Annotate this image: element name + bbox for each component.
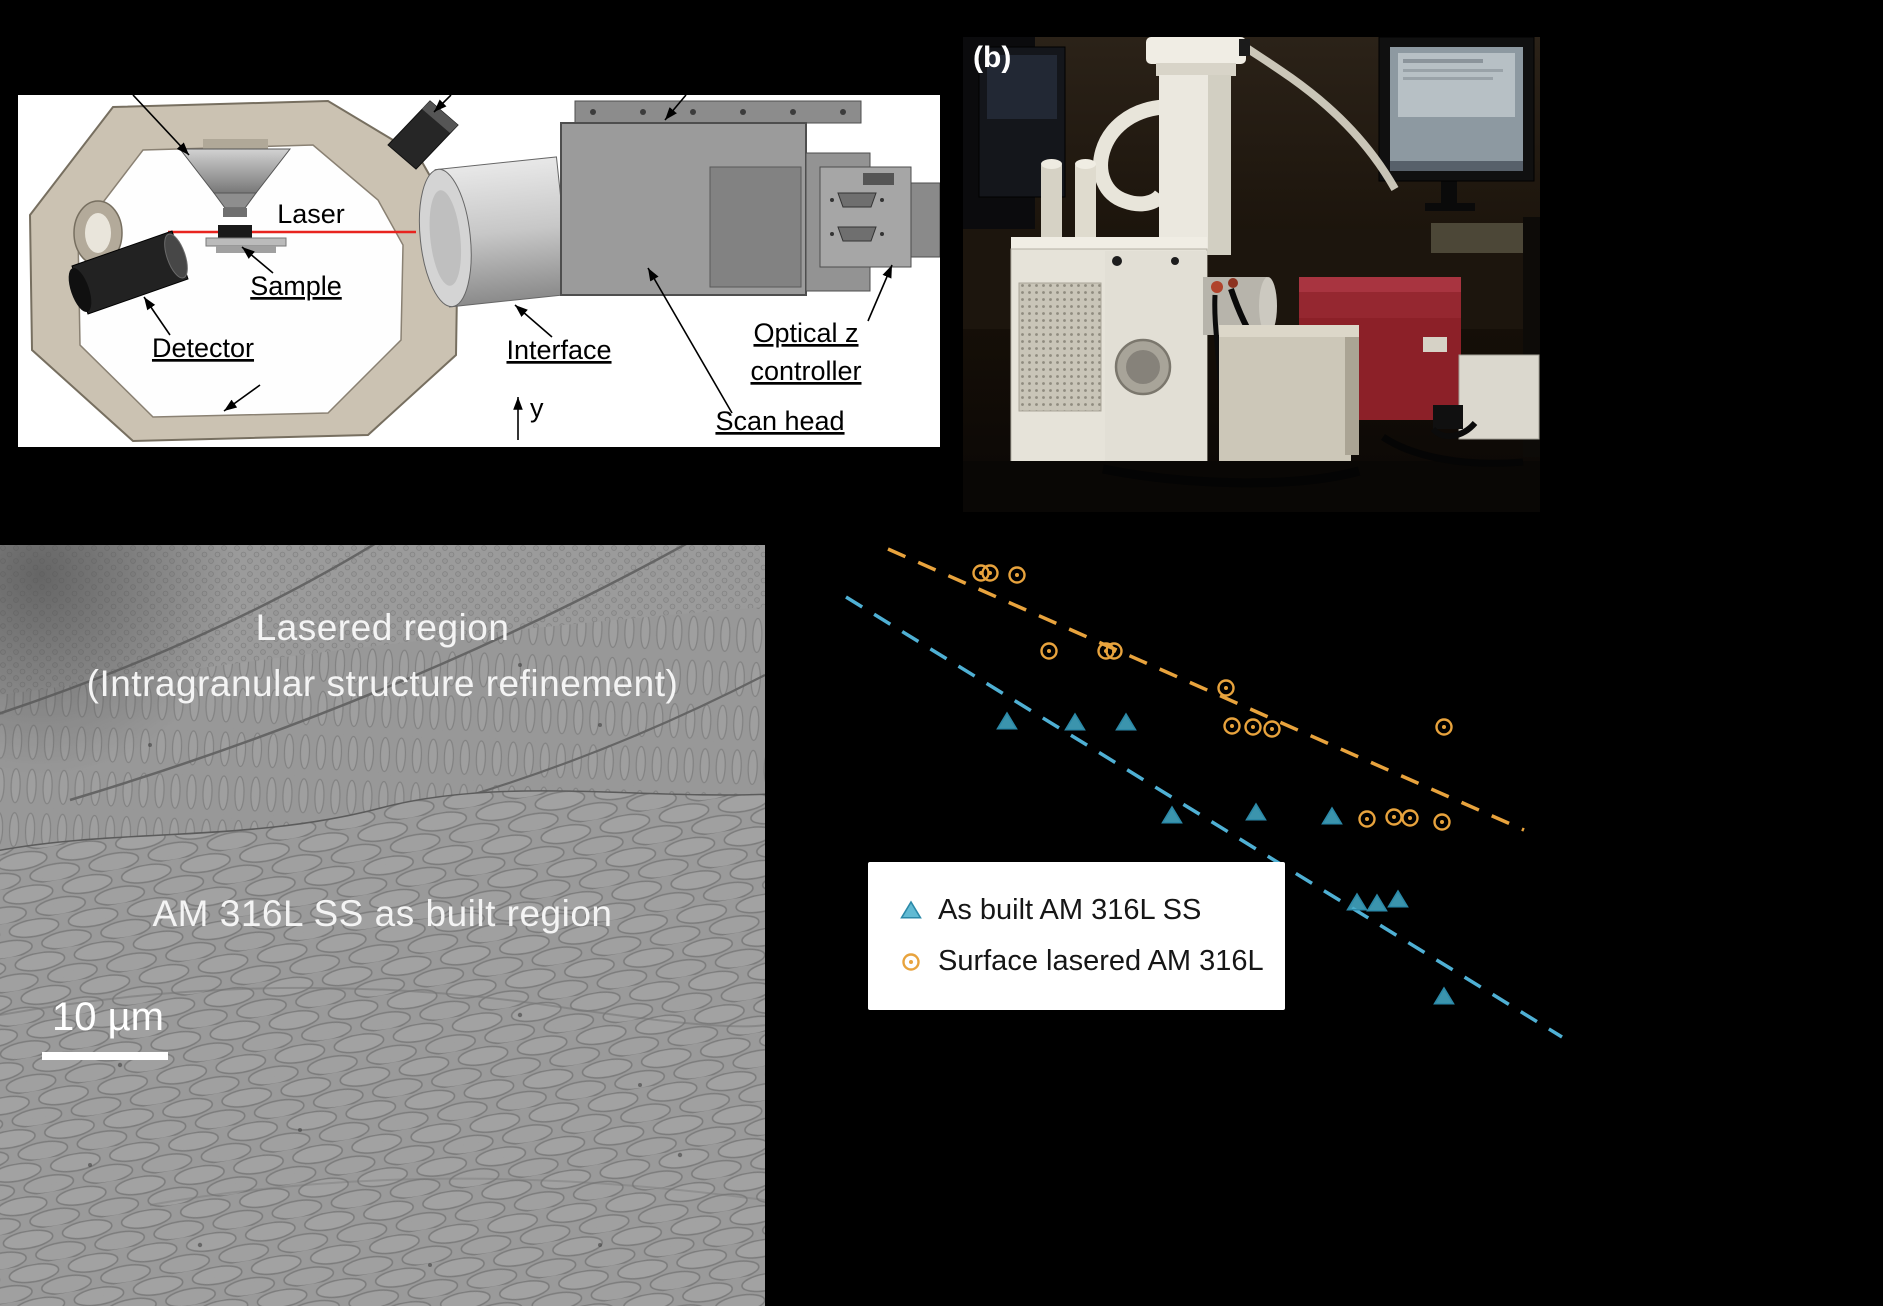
legend-label-as-built: As built AM 316L SS [938,894,1202,926]
triangle-marker [996,711,1018,730]
label-optical-z-line2: controller [750,356,861,386]
circle-marker [1435,718,1453,736]
scale-bar-label: 10 µm [52,995,164,1039]
trend-line [887,547,1525,832]
label-detector: Detector [152,333,254,363]
circle-marker-dot [1251,725,1255,729]
detector [68,230,189,315]
scan-head-box [560,100,871,296]
panel-b-photo: (b) [963,33,1540,512]
controller-box [1430,354,1540,440]
circle-marker-dot [1047,649,1051,653]
sem-chamber-body [1010,237,1208,468]
triangle-marker [1433,986,1455,1005]
circle-marker-dot [1270,727,1274,731]
label-optical-z-line1: Optical z [753,318,858,348]
circle-marker [1008,566,1026,584]
callout-arrows [132,94,893,440]
triangle-marker [1064,712,1086,731]
objective-cone [178,139,292,217]
interface-cylinder [418,156,572,308]
legend-item-as-built: As built AM 316L SS [898,894,1285,927]
schematic-drawing: Laser Sample Detector Interface Optical … [18,94,941,447]
triangle-marker [1245,802,1267,821]
circle-marker-dot [1442,725,1446,729]
legend-item-surface-lasered: Surface lasered AM 316L [898,945,1285,978]
triangle-marker [900,899,922,919]
circle-marker [1217,679,1235,697]
triangle-marker [1115,712,1137,731]
circle-marker [1040,642,1058,660]
chamber-camera [387,100,459,170]
triangle-marker [1346,892,1368,911]
legend-marker-circle-icon [902,952,920,971]
circle-marker-dot [1392,815,1396,819]
micrograph-illustration [0,375,782,1306]
circle-marker-dot [1230,724,1234,728]
label-scan-head: Scan head [715,406,844,436]
micrograph-caption-line2: (Intragranular structure refinement) [86,663,679,704]
background-monitors [963,37,1066,232]
circle-marker-dot [1112,649,1116,653]
chart-legend: As built AM 316L SS Surface lasered AM 3… [868,862,1285,1010]
panel-d-scatter: As built AM 316L SS Surface lasered AM 3… [800,540,1883,1306]
optical-z-controller-box [819,166,941,268]
circle-marker-dot [988,571,992,575]
legend-label-surface-lasered: Surface lasered AM 316L [938,945,1264,977]
circle-marker [1401,809,1419,827]
panel-c-micrograph: Lasered region (Intragranular structure … [0,375,782,1306]
micrograph-caption-line1: Lasered region [255,607,510,648]
circle-marker-dot [1365,817,1369,821]
lab-photo-illustration [963,33,1540,512]
circle-marker [1433,813,1451,831]
triangle-marker [1387,889,1409,908]
scale-bar [42,1052,168,1060]
triangle-marker [1321,806,1343,825]
label-laser: Laser [277,199,345,229]
legend-marker-triangle-icon [900,899,922,919]
label-interface: Interface [506,335,611,365]
circle-marker-dot [1015,573,1019,577]
circle-marker-dot [1408,816,1412,820]
label-y-axis: y [530,393,544,423]
circle-marker [1358,810,1376,828]
circle-marker [1244,718,1262,736]
circle-marker-dot [1224,686,1228,690]
computer-monitor [1378,36,1535,211]
circle-marker-dot [1440,820,1444,824]
circle-marker [1223,717,1241,735]
trend-line [845,595,1563,1039]
circle-marker [1263,720,1281,738]
scatter-plot-svg [845,547,1563,1039]
speckle-overlay [0,545,765,1306]
circle-marker [902,952,920,971]
triangle-marker [1161,805,1183,824]
label-sample: Sample [250,271,342,301]
panel-a-schematic: Laser Sample Detector Interface Optical … [18,94,941,447]
sem-column [1041,37,1250,255]
circle-marker [1105,642,1123,660]
tan-box [1219,325,1359,461]
circle-marker-dot [909,959,913,964]
micrograph-caption-line3: AM 316L SS as built region [152,893,613,934]
triangle-marker [1366,893,1388,912]
panel-b-label: (b) [973,41,1012,74]
circle-marker [981,564,999,582]
